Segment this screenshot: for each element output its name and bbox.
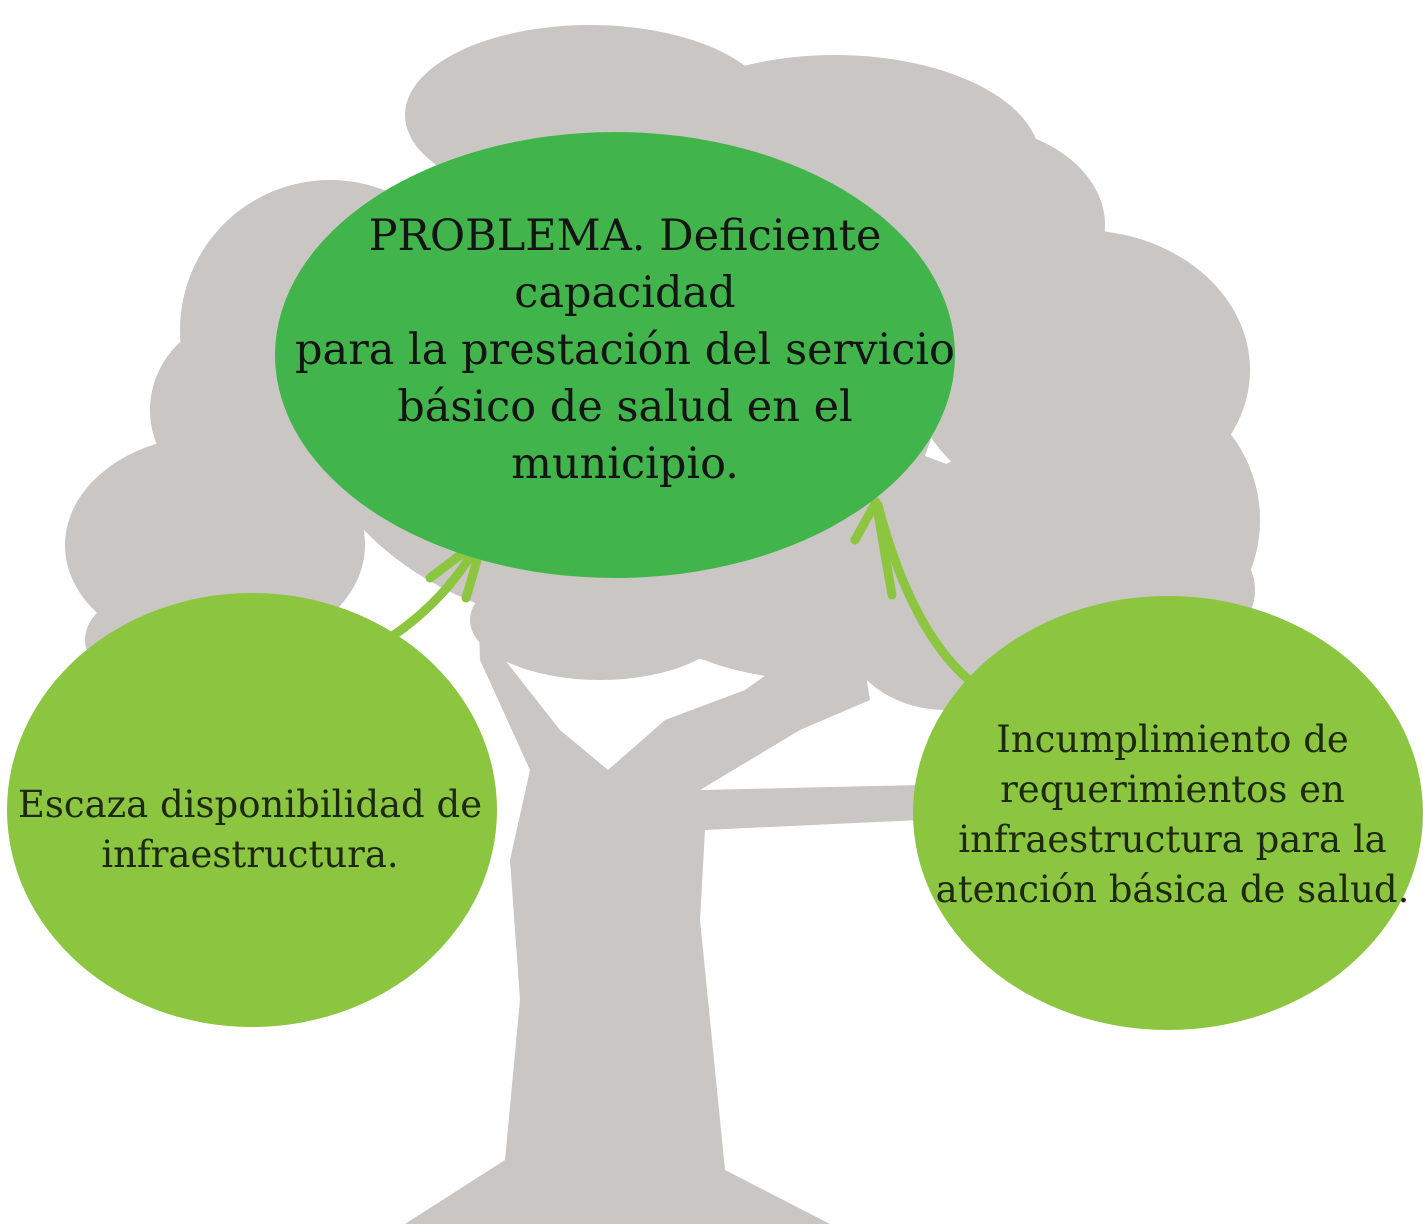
problem-label: PROBLEMA. Deficiente capacidad para la p…	[295, 210, 955, 489]
cause-label-left: Escaza disponibilidad de infraestructura…	[17, 783, 483, 876]
cause-node-left	[7, 593, 497, 1027]
cause-label-right: Incumplimiento de requerimientos en infr…	[935, 718, 1410, 911]
problem-node	[275, 132, 955, 578]
cause-node-right	[913, 596, 1423, 1030]
arrow-right-cause-to-problem	[873, 500, 990, 697]
arrow-right-head	[850, 497, 897, 600]
